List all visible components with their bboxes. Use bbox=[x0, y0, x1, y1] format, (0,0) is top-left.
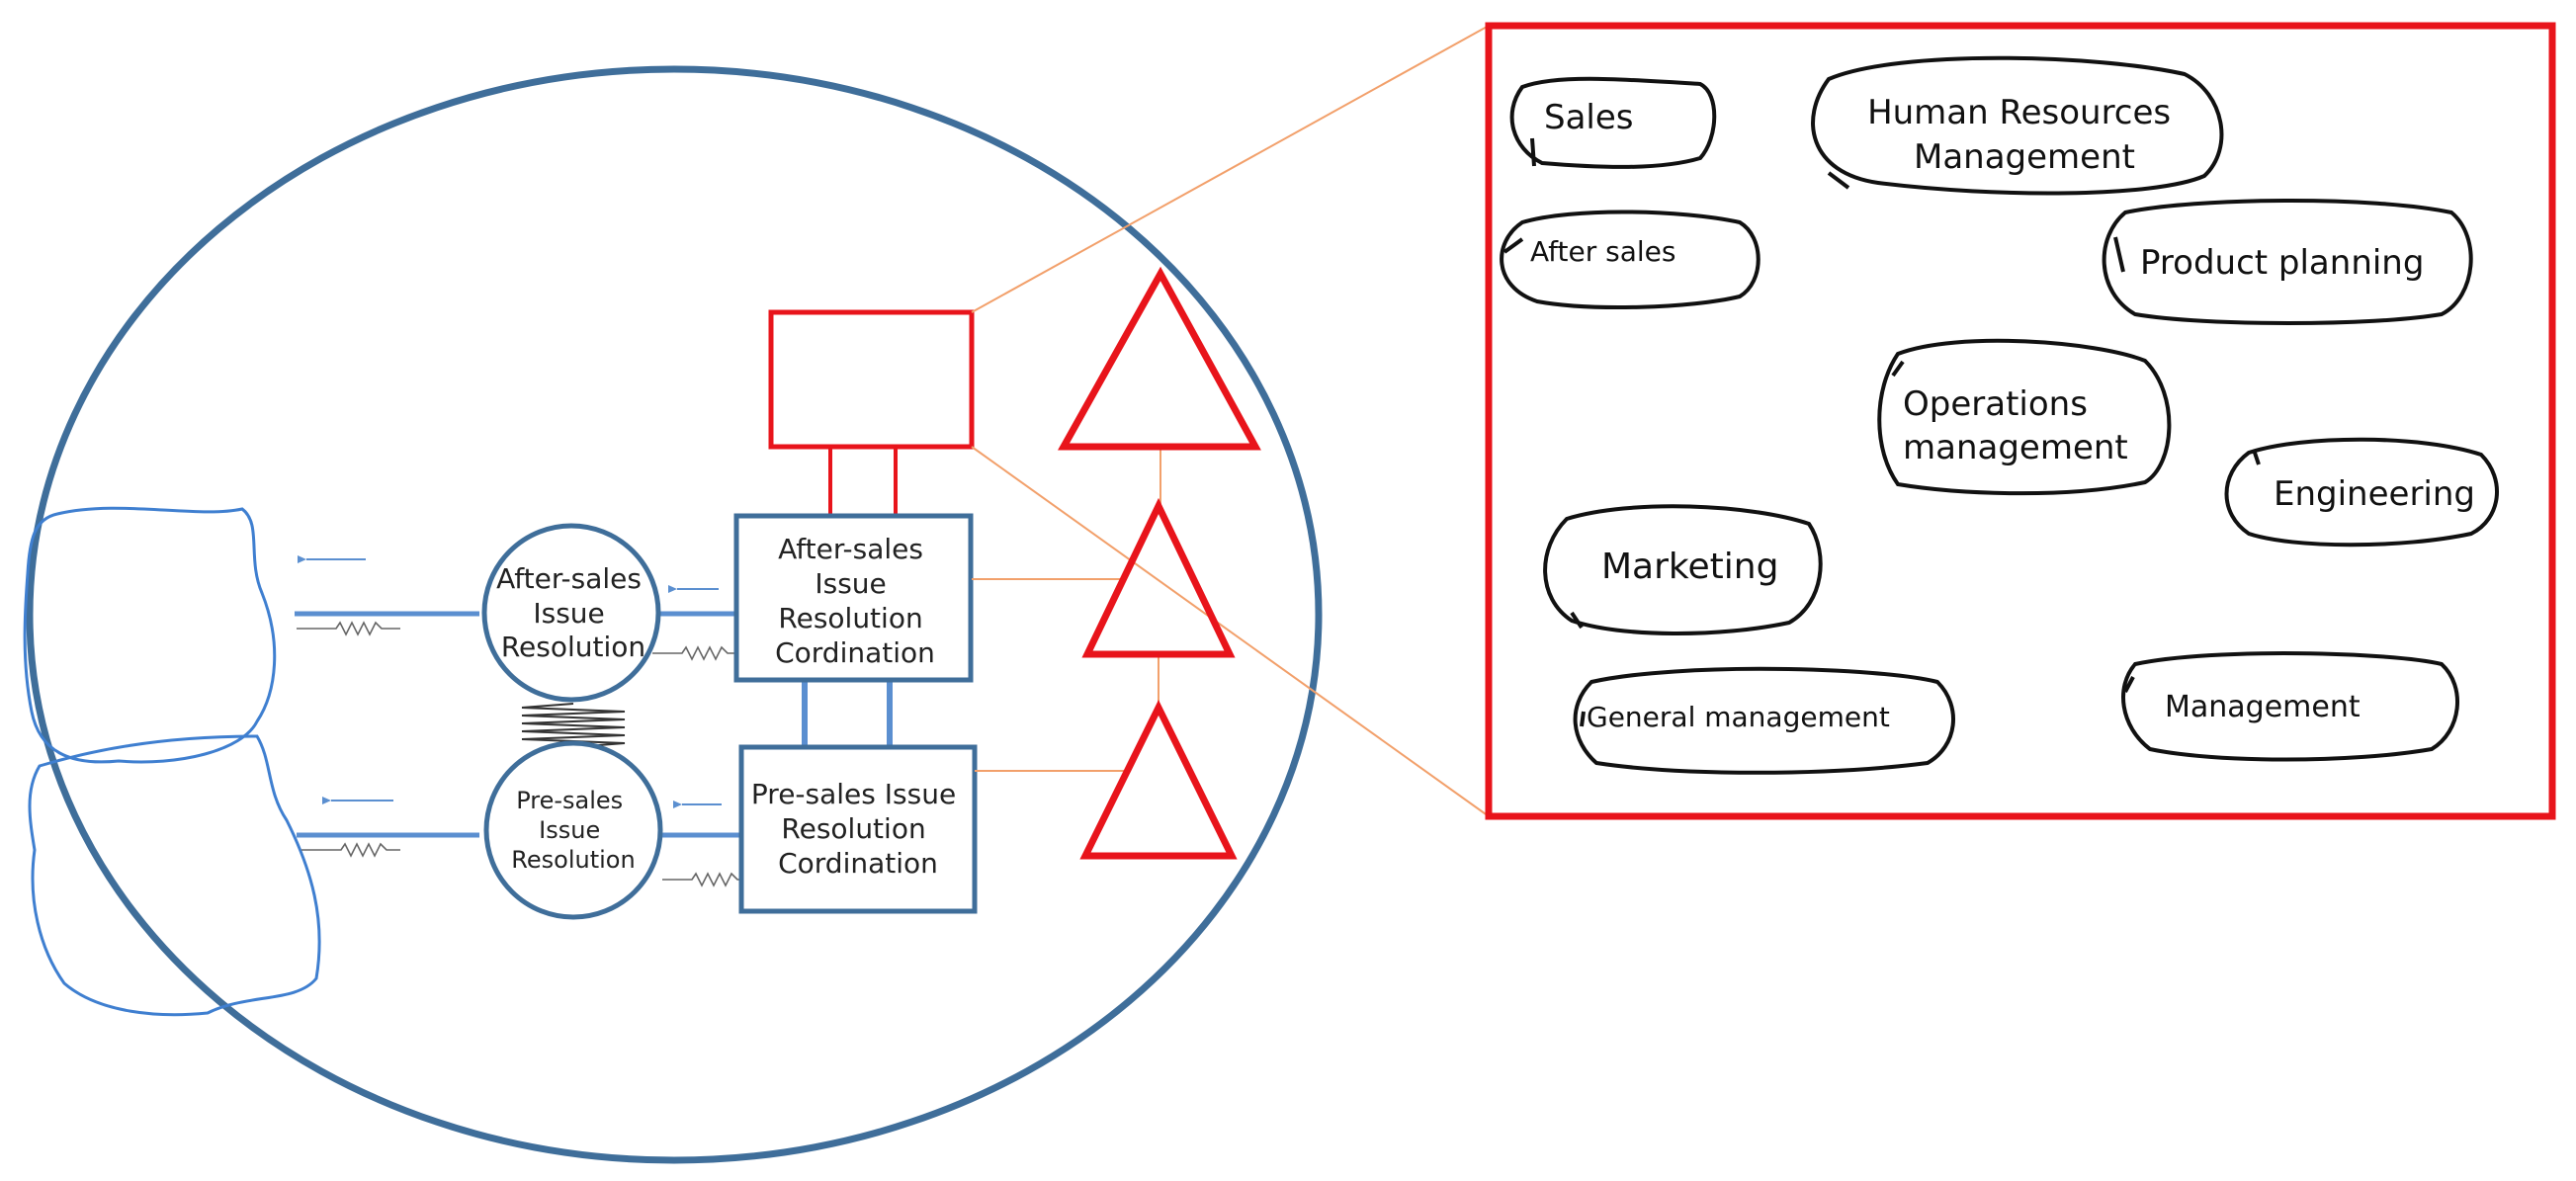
blob-hr bbox=[1811, 55, 2224, 196]
after-sales-box-line-2: Issue bbox=[815, 567, 886, 600]
pre-sales-circle-label: Pre-sales Issue Resolution bbox=[511, 787, 635, 874]
dept-operations-line-1: Operations bbox=[1903, 384, 2088, 424]
dept-hr-label: Human Resources Management bbox=[1867, 93, 2182, 177]
left-cloud-top bbox=[23, 506, 277, 764]
blob-engineering bbox=[2224, 437, 2499, 548]
pre-sales-box-line-2: Resolution bbox=[781, 812, 925, 845]
pre-sales-circle-line-3: Resolution bbox=[511, 846, 635, 874]
after-sales-circle-line-1: After-sales bbox=[496, 562, 642, 595]
pre-sales-circle bbox=[483, 740, 663, 920]
blob-marketing bbox=[1543, 504, 1823, 635]
department-frame bbox=[1485, 22, 2556, 820]
dept-operations-label: Operations management bbox=[1903, 384, 2128, 467]
after-sales-circle bbox=[481, 523, 661, 703]
after-sales-box bbox=[733, 513, 974, 683]
pre-sales-box-line-3: Cordination bbox=[778, 847, 938, 880]
blob-management bbox=[2121, 651, 2459, 762]
dept-general-management-label: General management bbox=[1587, 701, 1890, 733]
blob-general-management bbox=[1573, 666, 1955, 775]
red-triangle-top bbox=[1058, 266, 1261, 451]
dept-operations-line-2: management bbox=[1903, 428, 2128, 467]
blob-after-sales bbox=[1500, 210, 1760, 310]
spring-bottom-left bbox=[301, 842, 400, 858]
pre-sales-circle-line-1: Pre-sales bbox=[516, 787, 623, 814]
left-cloud-bottom bbox=[28, 734, 321, 1017]
after-sales-box-line-3: Resolution bbox=[778, 602, 922, 634]
dept-management-label: Management bbox=[2165, 690, 2361, 724]
red-triangle-middle bbox=[1081, 497, 1236, 658]
pre-sales-circle-line-2: Issue bbox=[539, 816, 600, 844]
dept-hr-line-1: Human Resources bbox=[1867, 93, 2171, 132]
after-sales-box-line-1: After-sales bbox=[778, 533, 923, 565]
dept-engineering-label: Engineering bbox=[2274, 474, 2475, 514]
leader-redbox-top bbox=[971, 25, 1490, 313]
blob-operations bbox=[1877, 338, 2172, 496]
pre-sales-box bbox=[738, 744, 978, 914]
red-triangle-bottom bbox=[1079, 700, 1238, 860]
dept-marketing-label: Marketing bbox=[1601, 547, 1778, 587]
spring-after-box bbox=[652, 645, 751, 661]
red-top-box bbox=[768, 309, 975, 450]
leader-redbox-bottom bbox=[971, 446, 1490, 817]
organization-ellipse bbox=[26, 65, 1323, 1164]
dept-product-planning-label: Product planning bbox=[2140, 243, 2424, 283]
after-sales-circle-line-2: Issue bbox=[533, 597, 604, 630]
dept-sales-label: Sales bbox=[1544, 98, 1634, 137]
spring-pre-box bbox=[662, 872, 751, 887]
dept-after-sales-label: After sales bbox=[1530, 235, 1675, 268]
pre-sales-box-line-1: Pre-sales Issue bbox=[751, 778, 956, 810]
after-sales-box-line-4: Cordination bbox=[775, 636, 935, 669]
after-sales-circle-line-3: Resolution bbox=[501, 631, 645, 663]
pre-sales-box-label: Pre-sales Issue Resolution Cordination bbox=[751, 778, 965, 880]
after-sales-box-label: After-sales Issue Resolution Cordination bbox=[775, 533, 935, 669]
spring-top-left bbox=[297, 621, 400, 636]
dept-hr-line-2: Management bbox=[1914, 137, 2135, 177]
blob-sales bbox=[1509, 76, 1717, 169]
spring-between-circles bbox=[521, 703, 626, 748]
blob-product-planning bbox=[2102, 198, 2473, 325]
after-sales-circle-label: After-sales Issue Resolution bbox=[496, 562, 650, 663]
